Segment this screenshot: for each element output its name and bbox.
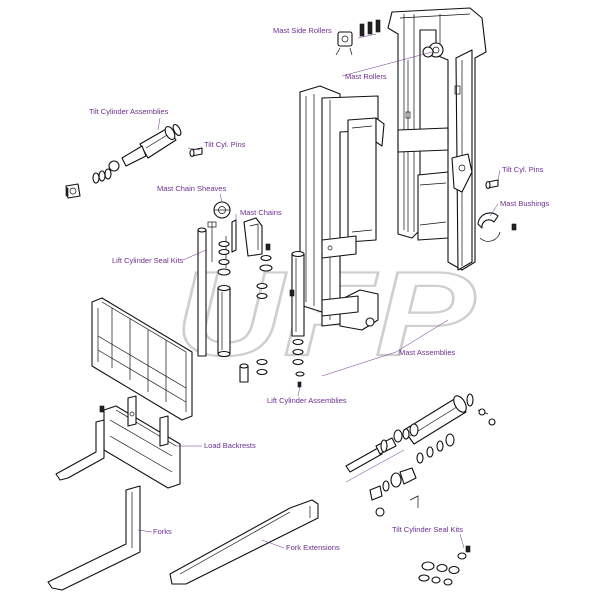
lift-cylinder-seal-kits-illustration xyxy=(217,240,273,300)
carriage-illustration xyxy=(55,395,181,489)
label-mast-assemblies: Mast Assemblies xyxy=(399,348,456,357)
tilt-cylinder-right-illustration xyxy=(345,393,496,473)
label-tilt-cyl-pins-right: Tilt Cyl. Pins xyxy=(502,165,544,174)
label-fork-extensions: Fork Extensions xyxy=(286,543,340,552)
tilt-cylinder-illustration xyxy=(65,123,182,199)
labels: Mast Side Rollers Mast Rollers Tilt Cyli… xyxy=(89,26,549,552)
label-mast-chain-sheaves: Mast Chain Sheaves xyxy=(157,184,226,193)
label-load-backrests: Load Backrests xyxy=(204,441,256,450)
label-mast-bushings: Mast Bushings xyxy=(500,199,549,208)
label-tilt-cylinder-assemblies: Tilt Cylinder Assemblies xyxy=(89,107,169,116)
label-lift-cylinder-seal-kits: Lift Cylinder Seal Kits xyxy=(112,256,184,265)
lift-cylinder-right-illustration xyxy=(289,250,305,388)
mast-bushings-illustration xyxy=(477,212,517,242)
tilt-cylinder-seal-kits-illustration xyxy=(369,423,471,586)
outer-mast-illustration xyxy=(387,7,487,271)
leader-lines xyxy=(137,33,501,549)
mast-side-rollers-illustration xyxy=(335,19,381,56)
load-backrest-illustration xyxy=(91,297,193,421)
fork-extension-illustration xyxy=(169,499,319,585)
fork-illustration xyxy=(47,485,141,591)
mast-chains-illustration xyxy=(207,217,271,268)
label-tilt-cylinder-seal-kits: Tilt Cylinder Seal Kits xyxy=(392,525,463,534)
mast-chain-sheaves-illustration xyxy=(213,201,231,219)
label-forks: Forks xyxy=(153,527,172,536)
mast-assemblies-leader xyxy=(321,319,449,377)
inner-mast-illustration xyxy=(299,85,385,331)
label-lift-cylinder-assemblies: Lift Cylinder Assemblies xyxy=(267,396,347,405)
label-mast-rollers: Mast Rollers xyxy=(345,72,387,81)
label-tilt-cyl-pins-left: Tilt Cyl. Pins xyxy=(204,140,246,149)
label-mast-side-rollers: Mast Side Rollers xyxy=(273,26,332,35)
tilt-cyl-pins-right-illustration xyxy=(485,179,499,190)
tilt-cylinder-right-leader xyxy=(345,449,405,483)
label-mast-chains: Mast Chains xyxy=(240,208,282,217)
lift-cylinder-left-illustration xyxy=(197,227,268,383)
